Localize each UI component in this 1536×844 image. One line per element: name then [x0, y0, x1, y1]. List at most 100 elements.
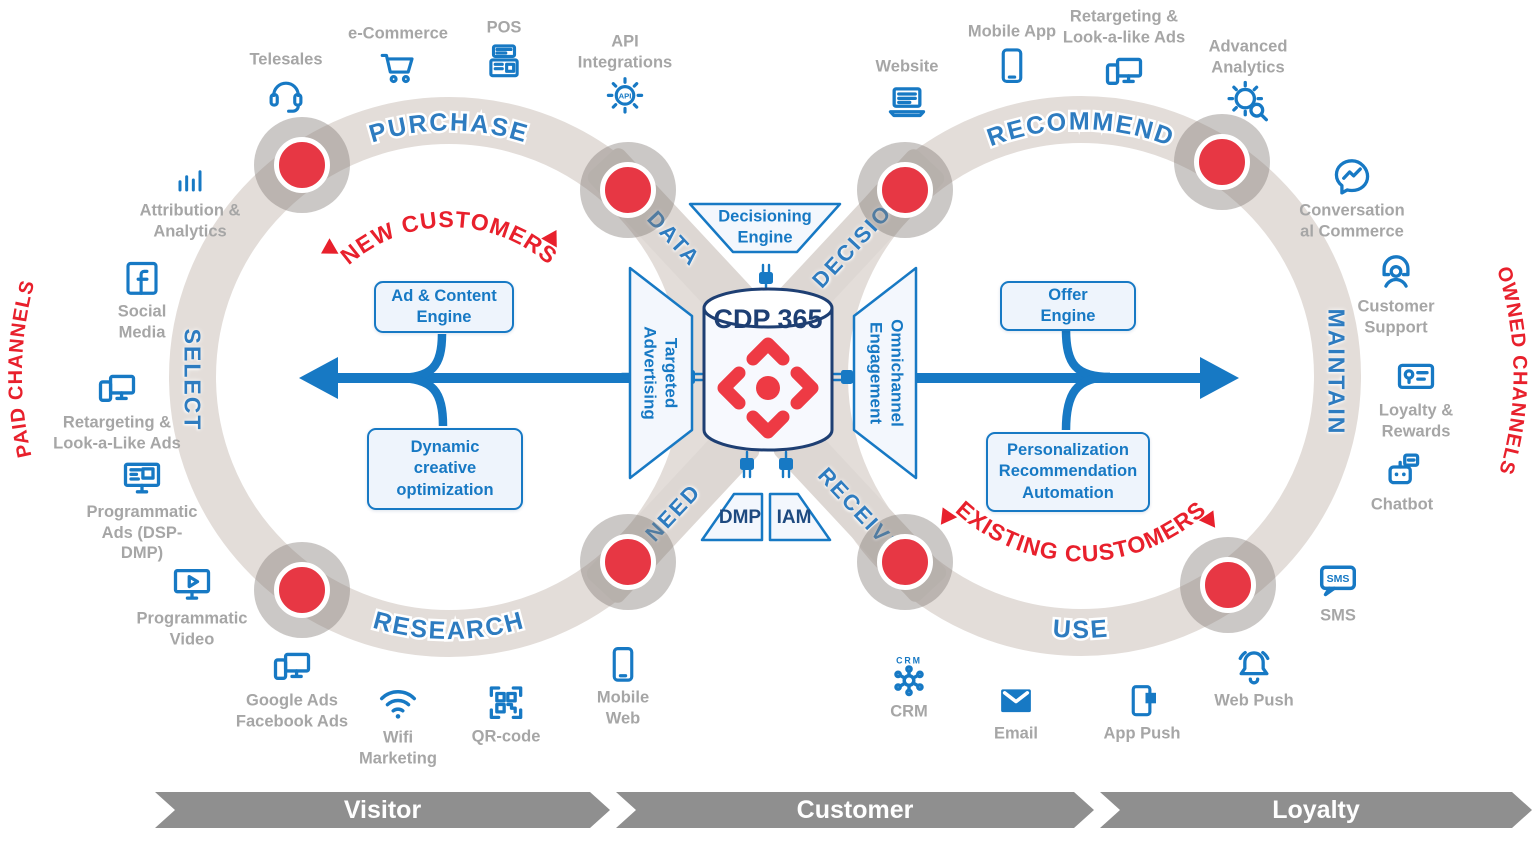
channel-web-push: Web Push	[1176, 645, 1332, 712]
iam-shape	[768, 492, 832, 542]
ad-monitor-icon	[120, 456, 164, 500]
smartphone-icon	[602, 643, 644, 685]
laptop-icon	[885, 79, 929, 123]
channel-label: Mobile Web	[596, 688, 650, 727]
node-purchase	[254, 117, 350, 213]
paid-channels-title: PAID CHANNELS	[5, 278, 40, 460]
channel-label: Email	[993, 724, 1039, 743]
channel-website: Website	[829, 57, 985, 124]
wifi-icon	[375, 679, 421, 725]
journey-stage-customer: Customer	[616, 792, 1094, 828]
node-receive	[857, 514, 953, 610]
headset-icon	[265, 72, 307, 114]
channel-label: Attribution & Analytics	[139, 201, 241, 240]
dmp-shape	[700, 492, 764, 542]
cart-icon	[377, 46, 419, 88]
support-icon	[1374, 250, 1418, 294]
channel-label: Web Push	[1214, 691, 1294, 710]
offer-engine-box: Offer Engine	[1000, 281, 1136, 331]
channel-label: QR-code	[471, 727, 541, 746]
bar-chart-icon	[170, 158, 210, 198]
channel-label: Loyalty & Rewards	[1378, 401, 1454, 440]
channel-programmatic-ads: Programmatic Ads (DSP- DMP)	[64, 456, 220, 564]
owned-channels-title: OWNED CHANNELS	[1492, 264, 1530, 478]
dmp-label: DMP	[718, 507, 762, 528]
pos-terminal-icon	[483, 40, 525, 82]
smartphone-icon	[991, 44, 1033, 86]
channel-qr-code: QR-code	[428, 681, 584, 748]
node-data	[580, 142, 676, 238]
channel-wifi-marketing: Wifi Marketing	[320, 679, 476, 768]
crm-network-icon: CRM	[886, 654, 932, 700]
channel-label: e-Commerce	[348, 24, 448, 43]
svg-text:CRM: CRM	[896, 656, 922, 666]
channel-label: Conversation al Commerce	[1299, 201, 1405, 240]
channel-label: Website	[875, 57, 939, 76]
channel-label: App Push	[1103, 724, 1181, 743]
messenger-icon	[1330, 154, 1374, 198]
channel-label: Programmatic Video	[136, 609, 248, 648]
bell-icon	[1232, 645, 1276, 689]
node-decision	[857, 142, 953, 238]
channel-label: Google Ads Facebook Ads	[235, 691, 349, 730]
node-research	[254, 542, 350, 638]
qr-code-icon	[484, 681, 528, 725]
channel-conversational-commerce: Conversation al Commerce	[1274, 154, 1430, 241]
decisioning-engine-label: Decisioning Engine	[718, 207, 812, 246]
channel-telesales: Telesales	[208, 50, 364, 115]
iam-label: IAM	[776, 507, 812, 528]
channel-label: Retargeting & Look-a-Like Ads	[53, 413, 181, 452]
app-push-icon	[1121, 680, 1163, 722]
channel-label: Programmatic Ads (DSP- DMP)	[86, 503, 198, 563]
channel-label: CRM	[890, 702, 928, 721]
channel-app-push: App Push	[1064, 680, 1220, 745]
channel-label: SMS	[1320, 606, 1356, 625]
channel-label: Social Media	[117, 302, 167, 341]
channel-social-media: Social Media	[64, 257, 220, 342]
node-use	[1180, 537, 1276, 633]
journey-stage-loyalty: Loyalty	[1100, 792, 1532, 828]
api-gear-icon: API	[604, 75, 646, 117]
decisioning-engine-funnel	[688, 202, 842, 254]
channel-mobile-web: Mobile Web	[545, 643, 701, 728]
targeted-advertising-label: Targeted Advertising	[640, 326, 681, 420]
channel-label: Mobile App	[967, 22, 1057, 41]
channel-retargeting-paid: Retargeting & Look-a-Like Ads	[39, 366, 195, 453]
channel-attribution: Attribution & Analytics	[112, 158, 268, 241]
cdp365-logo	[717, 337, 819, 439]
channel-label: Wifi Marketing	[359, 728, 437, 767]
channel-label: Telesales	[249, 50, 323, 69]
channel-customer-support: Customer Support	[1318, 250, 1474, 337]
channel-label: POS	[486, 18, 522, 37]
svg-text:API: API	[619, 92, 632, 101]
channel-chatbot: Chatbot	[1324, 449, 1480, 516]
journey-stage-visitor: Visitor	[155, 792, 610, 828]
channel-advanced-analytics: Advanced Analytics	[1170, 36, 1326, 123]
channel-email: Email	[938, 680, 1094, 745]
multi-device-icon	[270, 644, 314, 688]
cdp365-database: CDP 365	[702, 287, 834, 452]
channel-label: API Integrations	[577, 32, 673, 71]
omnichannel-engagement-label: Omnichannel Engagement	[866, 319, 907, 427]
loyalty-card-icon	[1394, 354, 1438, 398]
channel-loyalty-rewards: Loyalty & Rewards	[1338, 354, 1494, 441]
channel-label: Advanced Analytics	[1208, 37, 1288, 76]
node-need	[580, 514, 676, 610]
dynamic-creative-optimization-box: Dynamic creative optimization	[367, 428, 523, 510]
channel-pos: POS	[426, 18, 582, 83]
video-monitor-icon	[170, 562, 214, 606]
channel-label: Customer Support	[1357, 297, 1435, 336]
ad-content-engine-box: Ad & Content Engine	[374, 281, 514, 333]
sms-bubble-icon: SMS	[1315, 558, 1361, 604]
facebook-icon	[121, 257, 163, 299]
svg-text:SMS: SMS	[1327, 573, 1350, 585]
channel-crm: CRM CRM	[831, 654, 987, 723]
channel-retargeting-owned: Retargeting & Look-a-like Ads	[1046, 6, 1202, 93]
analytics-gear-icon	[1226, 80, 1270, 124]
channel-label: Chatbot	[1370, 495, 1434, 514]
node-recommend	[1174, 114, 1270, 210]
channel-ecommerce: e-Commerce	[320, 24, 476, 89]
cdp365-label: CDP 365	[713, 304, 822, 334]
